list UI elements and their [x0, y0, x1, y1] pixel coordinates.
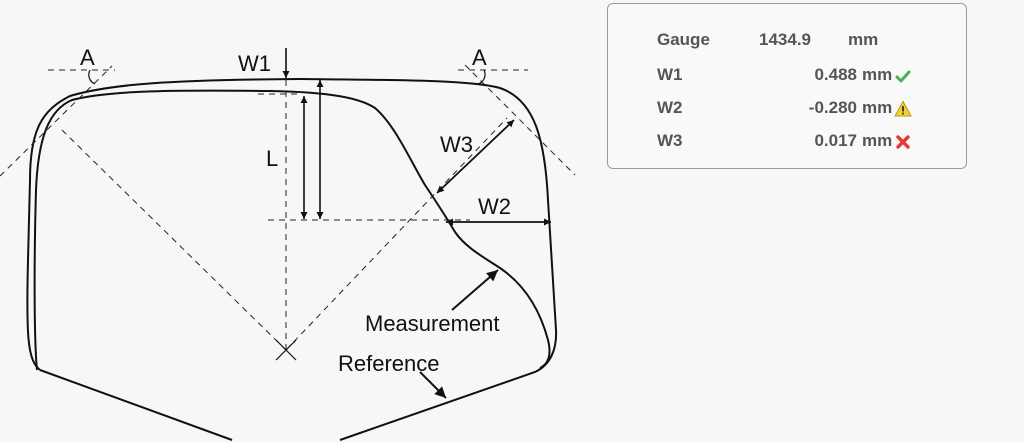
w3-value: 0.017: [814, 131, 857, 150]
reference-leader-arrow: [419, 371, 447, 399]
gauge-unit: mm: [848, 30, 879, 49]
label-l: L: [266, 146, 278, 171]
w3-arrow: [436, 119, 515, 194]
w2-label: W2: [657, 98, 683, 117]
label-a-left: A: [80, 45, 95, 70]
gauge-value: 1434.9: [759, 30, 811, 49]
center-cross-mark: [275, 339, 297, 361]
w1-label: W1: [657, 65, 683, 84]
angle-arc-left: [88, 69, 96, 85]
w3-unit: mm: [862, 131, 893, 150]
measurement-profile: [33, 89, 551, 371]
gauge-row: Gauge 1434.9 mm: [608, 30, 966, 54]
w1-value: 0.488: [814, 65, 857, 84]
label-a-right: A: [472, 45, 487, 70]
measurement-results-panel: Gauge 1434.9 mm W1 0.488 mm W2 -0.280 mm…: [607, 3, 967, 169]
angle-arc-right: [477, 69, 486, 85]
label-measurement: Measurement: [365, 311, 500, 336]
label-w3: W3: [440, 132, 473, 157]
result-row-w1: W1 0.488 mm: [608, 65, 966, 89]
label-w2: W2: [478, 194, 511, 219]
w3-label: W3: [657, 131, 683, 150]
reference-profile: [26, 77, 558, 441]
rail-profile-diagram: A A W1 L W3 W2 Measurement Reference: [0, 45, 576, 441]
measurement-leader-arrow: [451, 269, 499, 311]
w2-unit: mm: [862, 98, 893, 117]
w2-value: -0.280: [808, 98, 857, 117]
w1-unit: mm: [862, 65, 893, 84]
gauge-label: Gauge: [657, 30, 710, 49]
check-icon: [894, 67, 912, 85]
label-reference: Reference: [338, 351, 440, 376]
result-row-w2: W2 -0.280 mm: [608, 98, 966, 122]
result-row-w3: W3 0.017 mm: [608, 131, 966, 155]
label-w1: W1: [238, 51, 271, 76]
reference-profile-bottom-left: [39, 369, 233, 441]
warning-icon: [894, 100, 912, 118]
cross-icon: [894, 133, 912, 151]
